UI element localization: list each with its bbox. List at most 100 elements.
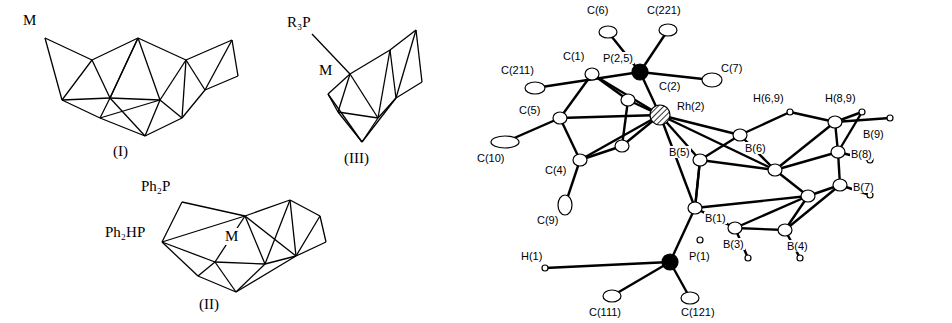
atom-ellipsoid: [558, 195, 572, 215]
bond: [660, 115, 740, 135]
atom-ellipsoid: [833, 179, 847, 191]
cage-edge: [205, 40, 232, 90]
atom-label: P(1): [688, 250, 711, 262]
cage-edge: [350, 74, 378, 118]
cage-edge: [110, 98, 160, 100]
cage-edge: [328, 94, 362, 142]
structure-label: Ph₂P: [140, 178, 171, 195]
cage-edge: [320, 216, 326, 242]
atom-ellipsoid: [525, 82, 545, 94]
atom-label: B(7): [852, 181, 875, 193]
cage-edge: [245, 200, 290, 216]
structure-label: M: [318, 62, 333, 79]
cage-edge: [265, 256, 296, 264]
cage-edge: [290, 200, 296, 256]
atom-ellipsoid: [801, 190, 815, 202]
atom-ellipsoid: [697, 237, 703, 243]
bond: [835, 118, 890, 122]
atom-ellipsoid: [585, 68, 599, 80]
atom-label: Rh(2): [676, 100, 706, 112]
cage-edge: [215, 216, 245, 262]
bond: [740, 135, 775, 170]
cage-edge: [236, 264, 265, 292]
cage-edge: [215, 262, 236, 292]
cage-edge: [110, 38, 138, 98]
atom-ellipsoid: [745, 255, 751, 261]
atom-label: B(5): [668, 146, 691, 158]
cage-edge: [62, 60, 92, 100]
atom-label: C(1): [562, 50, 585, 62]
cage-edge: [396, 30, 416, 98]
bond: [560, 74, 592, 118]
atom-ellipsoid: [621, 94, 635, 106]
atom-ellipsoid: [659, 24, 677, 36]
atom-label: C(121): [680, 306, 716, 318]
bond: [695, 160, 700, 208]
bond: [775, 122, 835, 170]
crystal-structure: [491, 24, 893, 304]
cage-edge: [162, 202, 182, 242]
atom-ellipsoid: [778, 224, 792, 236]
atom-ellipsoid: [573, 154, 587, 166]
atom-ellipsoid: [859, 109, 865, 115]
bond: [640, 72, 712, 80]
atom-ellipsoid: [887, 115, 893, 121]
bond: [700, 160, 775, 170]
atom-ellipsoid: [542, 265, 548, 271]
atom-ellipsoid: [615, 140, 629, 152]
atom-label: C(111): [588, 306, 622, 318]
cage-edge: [92, 38, 138, 60]
bond: [695, 196, 808, 208]
bond: [560, 118, 580, 160]
cage-edge: [205, 76, 238, 90]
bond: [660, 115, 775, 170]
cage-edge: [62, 100, 100, 118]
atom-label: C(7): [720, 62, 743, 74]
structure-label: (I): [112, 143, 129, 160]
cluster-two: [162, 200, 326, 292]
structure-label: R₃P: [286, 14, 312, 31]
atom-ellipsoid: [603, 290, 621, 302]
cage-edge: [160, 60, 186, 100]
cage-edge: [162, 242, 215, 262]
cage-edge: [138, 38, 160, 100]
atom-label: B(8): [850, 148, 873, 160]
atom-ellipsoid: [733, 129, 747, 141]
bond: [612, 262, 670, 296]
cluster-one: [45, 38, 238, 136]
atom-ellipsoid: [768, 164, 782, 176]
cage-edge: [186, 40, 232, 60]
atom-ellipsoid: [787, 109, 793, 115]
atom-label: B(6): [744, 142, 767, 154]
cage-edge: [110, 98, 145, 136]
bond: [580, 115, 660, 160]
cage-edge: [236, 256, 296, 292]
cage-edge: [182, 90, 205, 118]
cage-edge: [100, 100, 160, 118]
atom-label: B(9): [862, 128, 885, 140]
cage-edge: [362, 98, 396, 142]
atom-label: C(221): [646, 4, 682, 16]
atom-label: C(9): [536, 214, 559, 226]
atom-ellipsoid: [702, 73, 722, 87]
cage-edge: [145, 100, 160, 136]
cage-edge: [160, 100, 182, 118]
atom-ellipsoid: [728, 222, 742, 234]
atom-ellipsoid: [797, 255, 803, 261]
cage-edge: [162, 242, 198, 276]
atom-ellipsoid: [831, 146, 845, 158]
atom-label: C(6): [586, 4, 609, 16]
atom-ellipsoid: [553, 112, 567, 124]
atom-label: C(2): [658, 80, 681, 92]
cluster-three: [312, 30, 422, 142]
cage-edge: [390, 30, 416, 50]
cage-edge: [182, 202, 245, 216]
cage-edge: [290, 200, 320, 216]
atom-label: C(4): [544, 164, 567, 176]
atom-ellipsoid: [662, 254, 678, 270]
cage-edge: [265, 200, 290, 264]
cage-edge: [182, 60, 186, 118]
atom-ellipsoid: [650, 105, 670, 125]
atom-label: B(1): [704, 212, 727, 224]
